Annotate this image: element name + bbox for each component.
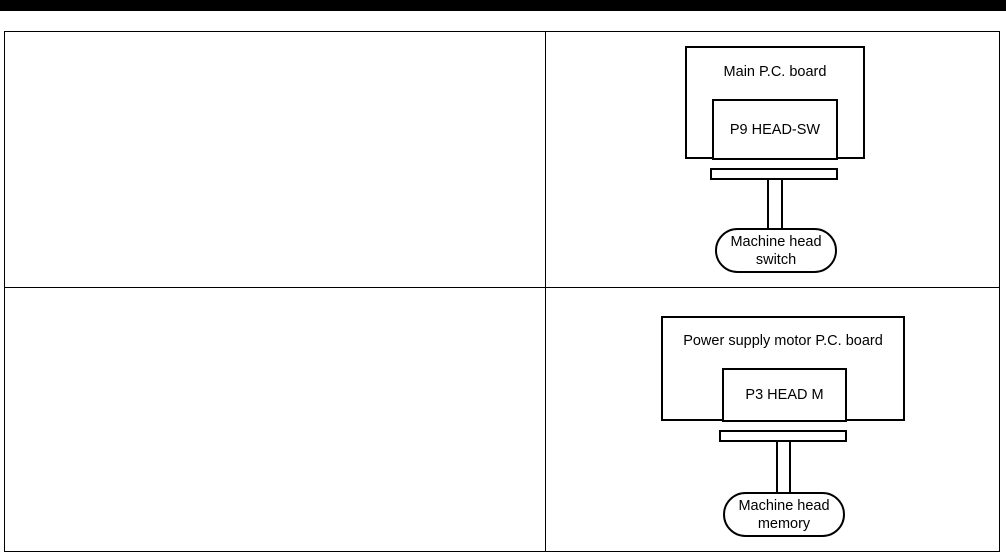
- machine-head-memory-device: Machine head memory: [723, 492, 845, 537]
- diagram-table: Main P.C. board P9 HEAD-SW Machine head …: [4, 31, 1000, 552]
- connector-p3-head-m: P3 HEAD M: [722, 368, 847, 422]
- machine-head-memory-label-line1: Machine head: [738, 497, 830, 514]
- table-cell-row1-col1: [5, 32, 546, 288]
- connector-p9-head-sw: P9 HEAD-SW: [712, 99, 838, 160]
- machine-head-switch-device: Machine head switch: [715, 228, 837, 273]
- header-black-band: [0, 0, 1006, 11]
- machine-head-memory-schematic: Power supply motor P.C. board P3 HEAD M …: [546, 288, 999, 551]
- cable-connector-bar: [710, 168, 838, 180]
- cable-wire-1: [767, 179, 769, 231]
- machine-head-switch-label-line1: Machine head: [730, 233, 822, 250]
- cable-wire-1: [776, 441, 778, 493]
- machine-head-switch-schematic: Main P.C. board P9 HEAD-SW Machine head …: [546, 32, 999, 287]
- machine-head-memory-label-line2: memory: [757, 515, 811, 532]
- power-supply-motor-pc-board-label: Power supply motor P.C. board: [683, 333, 883, 349]
- machine-head-switch-label-line2: switch: [755, 251, 797, 268]
- table-cell-row2-col1: [5, 288, 546, 551]
- main-pc-board-label: Main P.C. board: [723, 64, 827, 80]
- cable-connector-bar: [719, 430, 847, 442]
- cable-wire-2: [781, 179, 783, 231]
- cable-wire-2: [789, 441, 791, 493]
- table-cell-row2-col2: Power supply motor P.C. board P3 HEAD M …: [546, 288, 999, 551]
- table-cell-row1-col2: Main P.C. board P9 HEAD-SW Machine head …: [546, 32, 999, 288]
